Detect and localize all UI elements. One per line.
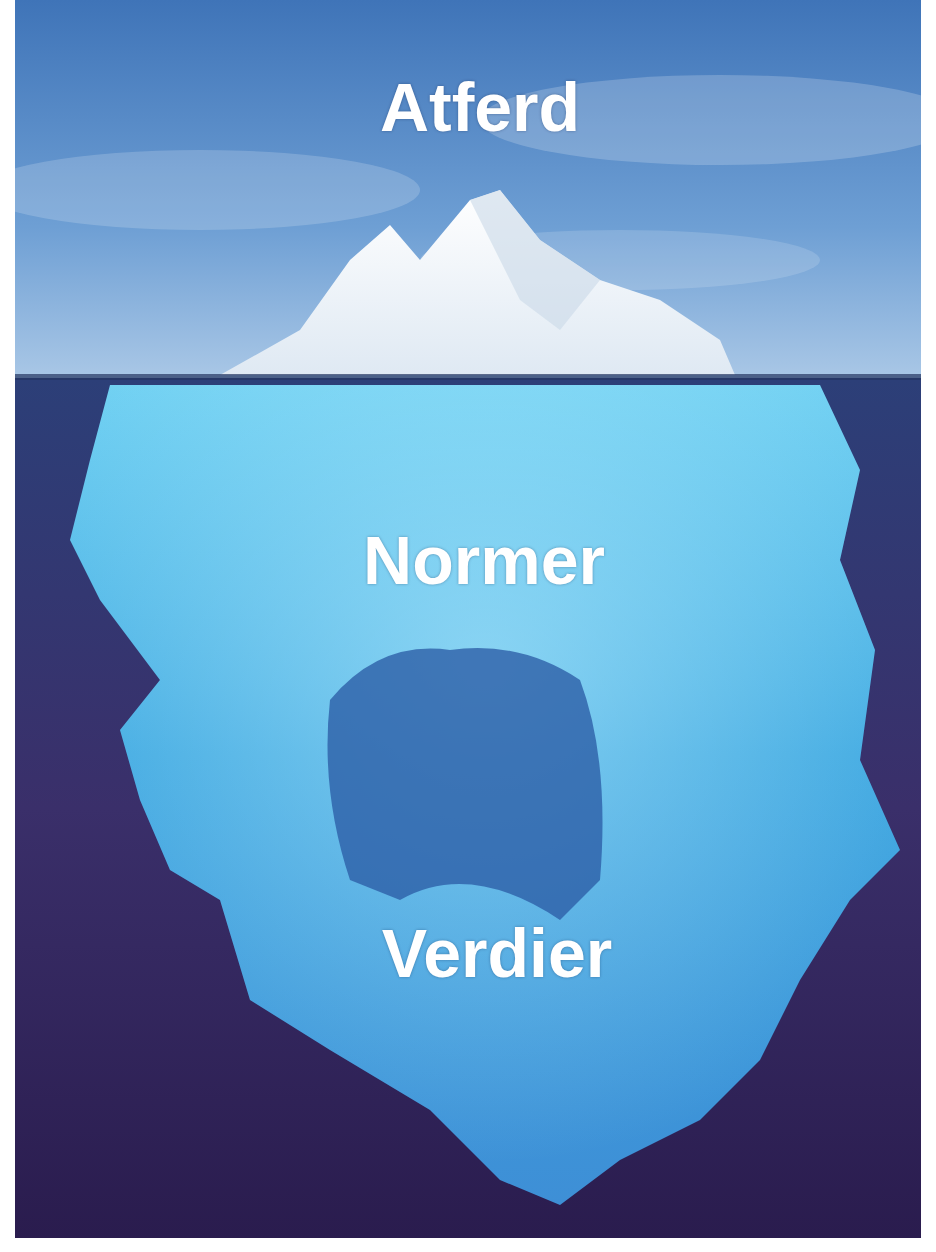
layer-label: Normer <box>363 523 605 598</box>
layer-label: Atferd <box>380 70 580 145</box>
layer-label: Verdier <box>382 916 613 991</box>
